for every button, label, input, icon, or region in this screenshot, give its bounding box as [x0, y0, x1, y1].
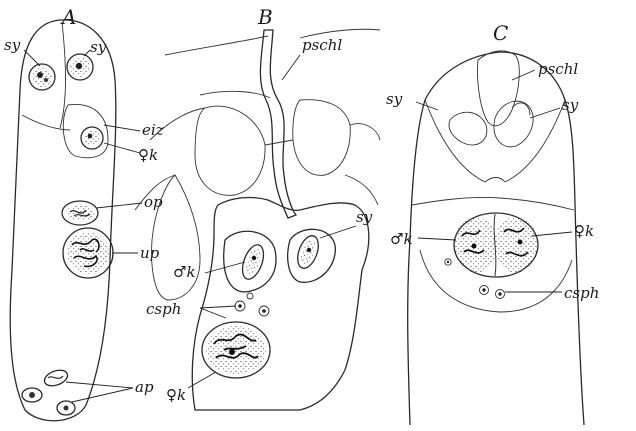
synergid-wall-c: [425, 100, 485, 182]
panel-b-title: B: [257, 5, 273, 29]
label-sy-b: sy: [356, 208, 373, 226]
panel-a: A: [4, 5, 164, 421]
synergid-nucleus-b: [288, 229, 336, 282]
label-csph-b: csph: [146, 300, 181, 318]
synergid-wall-c2: [505, 100, 565, 182]
synergid-nucleus-right: [67, 54, 93, 80]
label-csph-c: csph: [564, 284, 599, 302]
label-pschl-b: pschl: [302, 36, 342, 54]
antipodal-cells: [22, 367, 75, 415]
label-sy-c1: sy: [386, 90, 403, 108]
synergid-nucleus-left: [29, 64, 55, 90]
panel-c-title: C: [493, 21, 508, 45]
embryo-sac-b: [192, 198, 369, 410]
label-female-nucleus-c: ♀k: [574, 222, 594, 240]
upper-polar-nucleus: [62, 201, 98, 225]
panel-b: B: [135, 5, 380, 410]
label-sy-a1: sy: [4, 36, 21, 54]
pollen-tube: [260, 30, 296, 218]
label-male-nucleus-b: ♂k: [173, 263, 196, 281]
label-male-nucleus-c: ♂k: [390, 230, 413, 248]
egg-nucleus: [81, 127, 103, 149]
pollen-tube-c: [449, 51, 533, 147]
label-female-nucleus-a: ♀k: [138, 146, 158, 164]
label-sy-a2: sy: [90, 38, 107, 56]
fusing-nuclei-c: [454, 213, 538, 277]
lower-polar-nucleus: [63, 228, 113, 278]
label-ap: ap: [135, 378, 154, 396]
female-nucleus-b: [202, 322, 270, 378]
label-pschl-c: pschl: [538, 60, 578, 78]
label-female-nucleus-b: ♀k: [166, 386, 186, 404]
egg-cell-top: [412, 197, 574, 210]
label-up: up: [140, 244, 160, 262]
label-sy-c2: sy: [562, 96, 579, 114]
centrospheres-b: [235, 293, 269, 316]
synergid-junction: [485, 178, 505, 183]
embryo-sac-outline: [10, 20, 116, 421]
panel-c: C: [386, 21, 599, 425]
male-nucleus-b: [238, 242, 267, 282]
